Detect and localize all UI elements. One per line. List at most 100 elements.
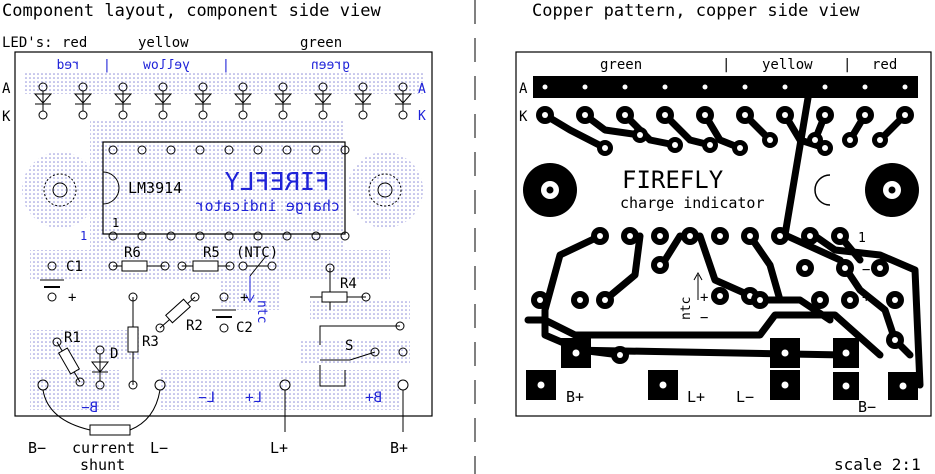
ic-pin bbox=[108, 145, 118, 155]
led bbox=[113, 82, 133, 120]
pad-hole bbox=[717, 233, 723, 239]
cathode-pads bbox=[536, 106, 914, 124]
switch bbox=[319, 321, 405, 387]
r3 bbox=[127, 326, 139, 353]
copper-mounting-left bbox=[523, 163, 577, 217]
pad-hole bbox=[597, 233, 603, 239]
pad-hole bbox=[702, 112, 708, 118]
ic-notch bbox=[102, 171, 120, 205]
pad-hole bbox=[807, 233, 813, 239]
r3-label: R3 bbox=[142, 334, 159, 350]
ntc-arrowhead bbox=[245, 294, 255, 304]
diode bbox=[90, 345, 110, 390]
led-group-red: red bbox=[62, 35, 87, 51]
pad-hole bbox=[542, 112, 548, 118]
copper-l-minus: L− bbox=[736, 388, 754, 406]
r6 bbox=[121, 260, 148, 272]
led-cathode-pad bbox=[198, 110, 208, 120]
ic-pin bbox=[166, 231, 176, 241]
mounting-hole-left bbox=[43, 173, 77, 207]
c2-capacitor bbox=[212, 292, 236, 333]
copper-mounting-right bbox=[865, 163, 919, 217]
copper-l-plus: L+ bbox=[687, 388, 705, 406]
ic-pin bbox=[253, 231, 263, 241]
ntc-label: (NTC) bbox=[236, 245, 278, 261]
r1 bbox=[57, 347, 81, 375]
led bbox=[273, 82, 293, 120]
firefly-mirror: FIREFLY bbox=[225, 167, 330, 196]
ic-pin bbox=[137, 145, 147, 155]
copper-pin1: 1 bbox=[858, 231, 866, 246]
r2 bbox=[165, 298, 191, 324]
pad-hole bbox=[767, 137, 773, 143]
board-outline-left bbox=[14, 51, 433, 417]
copper-terminal-pads bbox=[526, 338, 918, 400]
ic-pin bbox=[137, 231, 147, 241]
pad-hole bbox=[862, 112, 868, 118]
pad-hole bbox=[837, 233, 843, 239]
bus-hole bbox=[862, 84, 868, 90]
led-group-yellow: yellow bbox=[138, 35, 189, 51]
r1-label: R1 bbox=[64, 330, 81, 346]
label-b-plus: B+ bbox=[390, 439, 408, 457]
trace-end-pads bbox=[597, 127, 888, 156]
copper-pattern-panel: Copper pattern, copper side view green |… bbox=[515, 1, 932, 417]
led-triangle bbox=[33, 93, 53, 104]
pad-hole bbox=[902, 112, 908, 118]
pad-hole bbox=[822, 112, 828, 118]
external-wiring bbox=[42, 389, 404, 436]
led-cathode-pad bbox=[278, 110, 288, 120]
led bbox=[33, 82, 53, 120]
copper-ic-notch bbox=[814, 174, 831, 206]
led bbox=[393, 82, 413, 120]
copper-terminal-holes bbox=[537, 349, 907, 390]
pad-hole bbox=[687, 233, 693, 239]
ntc-thermistor bbox=[238, 255, 277, 277]
led bbox=[313, 82, 333, 120]
r5 bbox=[192, 260, 219, 272]
c1-label: C1 bbox=[66, 259, 83, 275]
pad-hole bbox=[637, 132, 643, 138]
c2-plus: + bbox=[240, 290, 248, 306]
ic-pins bbox=[108, 145, 350, 241]
pad-hole bbox=[662, 112, 668, 118]
ic-pin bbox=[195, 145, 205, 155]
led-group-green: green bbox=[300, 35, 342, 51]
copper-minus-1: − bbox=[700, 310, 708, 326]
led-cathode-pad bbox=[118, 110, 128, 120]
pad-hole bbox=[747, 233, 753, 239]
pad-hole bbox=[877, 137, 883, 143]
bus-hole bbox=[702, 84, 708, 90]
mirror-sep-1: | bbox=[103, 58, 111, 73]
pad-hole bbox=[602, 297, 608, 303]
copper-plus-1: + bbox=[700, 290, 708, 306]
c1-capacitor bbox=[40, 261, 64, 302]
led-cathode-pad bbox=[158, 110, 168, 120]
pad-hole bbox=[817, 297, 823, 303]
ic-pin bbox=[340, 231, 350, 241]
copper-sep-1: | bbox=[722, 57, 730, 73]
mirror-red: red bbox=[57, 58, 80, 73]
row-a-label: A bbox=[2, 81, 11, 97]
bus-hole bbox=[582, 84, 588, 90]
component-layout-panel: Component layout, component side view LE… bbox=[2, 1, 433, 474]
pin1-mirror: 1 bbox=[80, 229, 87, 243]
led-row bbox=[33, 82, 413, 120]
copper-row-k: K bbox=[519, 109, 528, 125]
led-cathode-pad bbox=[318, 110, 328, 120]
led bbox=[353, 82, 373, 120]
pad-hole bbox=[737, 145, 743, 151]
pad-hole bbox=[842, 265, 848, 271]
led-triangle bbox=[353, 93, 373, 104]
led-cathode-pad bbox=[238, 110, 248, 120]
pad-hole bbox=[802, 265, 808, 271]
mirrored-led-labels: red yellow green | | A K bbox=[57, 58, 426, 124]
ntc-mirror: ntc bbox=[254, 300, 269, 323]
label-shunt: shunt bbox=[80, 456, 125, 474]
r4 bbox=[321, 291, 348, 303]
bus-hole bbox=[822, 84, 828, 90]
diode-label: D bbox=[110, 346, 118, 362]
ic-pin bbox=[253, 145, 263, 155]
ic-pads bbox=[591, 227, 849, 245]
svg-text:L+: L+ bbox=[245, 390, 262, 406]
